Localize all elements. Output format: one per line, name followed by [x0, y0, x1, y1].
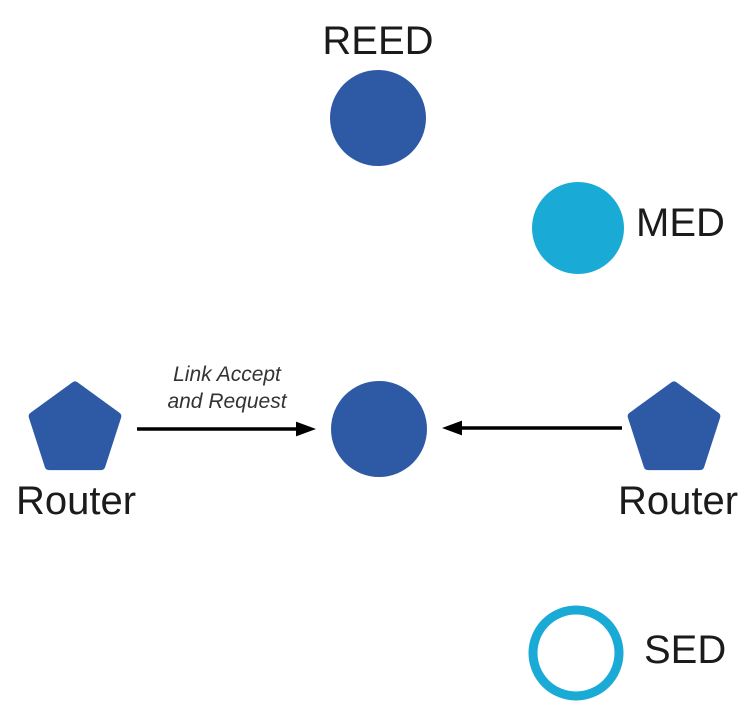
left-arrow-label-line1: Link Accept — [173, 363, 281, 386]
right-arrow-head — [442, 420, 462, 436]
parent-node-circle — [331, 381, 427, 477]
med-node-label: MED — [636, 201, 725, 245]
sed-node-label: SED — [644, 628, 727, 672]
router-right-label: Router — [617, 479, 739, 523]
reed-node-label: REED — [322, 19, 434, 63]
med-node-circle — [532, 182, 624, 274]
router-left-label: Router — [15, 479, 137, 523]
sed-node-ring — [528, 605, 624, 701]
left-arrow-label: Link Accept and Request — [147, 361, 307, 415]
reed-node-circle — [330, 70, 426, 166]
left-arrow-label-line2: and Request — [167, 390, 287, 413]
router-left-pentagon — [28, 381, 122, 471]
router-right-pentagon — [627, 381, 721, 471]
left-arrow-head — [296, 421, 316, 437]
